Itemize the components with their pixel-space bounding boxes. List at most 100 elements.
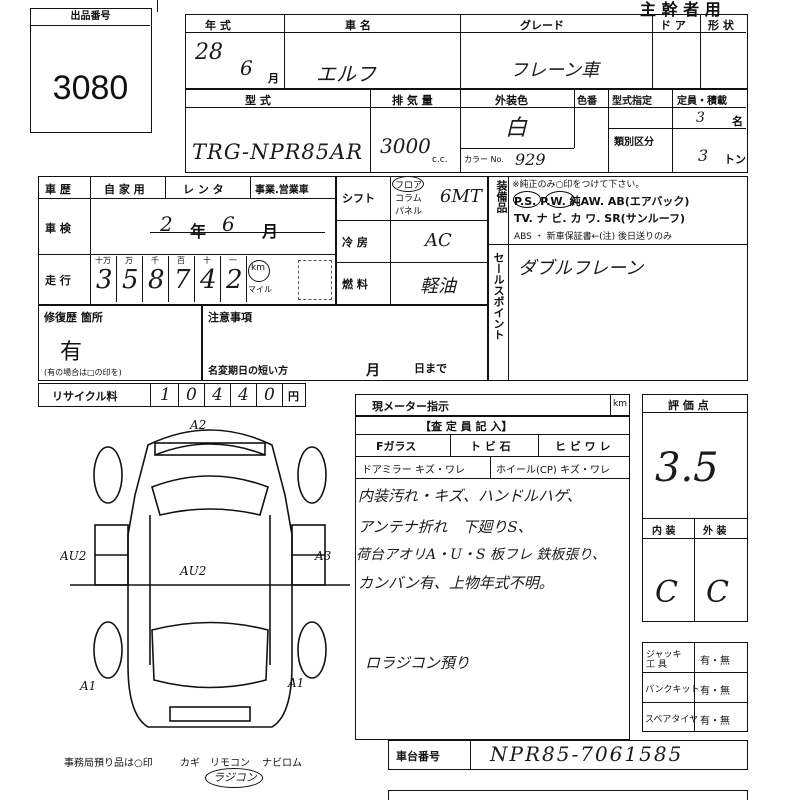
repair-note: (有の場合は□の印を) <box>44 368 122 377</box>
recycle-digit: 1 <box>160 385 171 405</box>
shift-label: シフト <box>342 192 375 205</box>
history-label: 車 歴 <box>45 183 71 196</box>
interior-value: C <box>655 575 678 610</box>
door-mirror-label: ドアミラー キズ・ワレ <box>362 465 465 476</box>
equipment-box <box>488 176 748 381</box>
equipment-label: 装備品 <box>490 180 508 221</box>
remote-label: リモコン <box>210 758 250 769</box>
fuel-label: 燃 料 <box>342 278 368 291</box>
place-10k: 万 <box>125 256 133 265</box>
rating-score: 3.5 <box>655 445 719 491</box>
meter-box <box>355 394 630 416</box>
shaken-label: 車 検 <box>45 222 71 235</box>
chip-label: ト ビ 石 <box>470 440 511 453</box>
interior-label: 内 装 <box>652 526 676 537</box>
puncture-kit-label: パンクキット <box>645 685 700 695</box>
recycle-digit: 4 <box>212 385 223 405</box>
name-change-short: 名変期日の短い方 <box>208 366 288 377</box>
ps-circle <box>513 191 541 208</box>
year-value: 28 <box>195 40 223 65</box>
capacity-header: 定員・積載 <box>677 96 727 107</box>
door-header: ド ア <box>660 19 686 32</box>
exterior-value: C <box>706 575 729 610</box>
place-1: 一 <box>229 256 237 265</box>
shape-header: 形 状 <box>708 19 734 32</box>
row1-box <box>185 14 748 89</box>
capacity-value: 3 <box>696 110 705 126</box>
grade-header: グレード <box>520 19 564 32</box>
panel-label: パネル <box>395 207 423 217</box>
diagram-right-mark: A3 <box>314 549 332 563</box>
km-label: km <box>251 263 265 273</box>
floor-circle <box>392 176 424 192</box>
remote-circle <box>205 768 263 788</box>
body-outline <box>127 429 293 728</box>
sales-point-value: ダブルフレーン <box>518 258 644 279</box>
wheel-rear-left <box>93 621 123 679</box>
inspector-note: カンバン有、上物年式不明。 <box>358 574 554 592</box>
rating-label: 評 価 点 <box>668 399 709 412</box>
mileage-digit: 7 <box>174 265 191 295</box>
vehicle-diagram: A2 AU2 A3 AU2 A1 A1 <box>60 418 350 728</box>
notice-box <box>202 305 488 381</box>
type-designation-header: 型式指定 <box>612 96 652 107</box>
inspector-note: 内装汚れ・キズ、ハンドルハゲ、 <box>358 487 582 505</box>
sales-point-label: セールスポイント <box>490 252 506 343</box>
color-no-value: 929 <box>515 150 546 169</box>
meter-km: km <box>613 399 627 409</box>
column-label: コラム <box>395 194 422 204</box>
color-value: 白 <box>505 116 528 141</box>
cc-value: 3000 <box>380 134 431 158</box>
rating-box <box>642 394 748 622</box>
tools-box <box>642 642 748 732</box>
cc-unit: c.c. <box>432 155 448 165</box>
capacity-unit: 名 <box>732 115 743 128</box>
mileage-digit: 4 <box>200 265 217 295</box>
rental-label: レ ン タ <box>183 183 224 196</box>
lot-number-value: 3080 <box>52 69 129 107</box>
inspector-note: 荷台アオリA・U・S 板フレ 鉄板張り、 <box>356 547 606 563</box>
load-unit: トン <box>724 153 746 166</box>
history-box <box>38 176 336 305</box>
shaken-month-unit: 月 <box>262 222 279 241</box>
color-no-label: カラー No. <box>464 155 504 164</box>
jack-label: ジャッキ 工 具 <box>646 650 682 670</box>
notice-label: 注意事項 <box>208 311 252 324</box>
cc-header: 排 気 量 <box>392 94 433 107</box>
equipment-line3: ABS ・ 新車保証書←(注) 後日送りのみ <box>514 232 673 242</box>
row2-box <box>185 89 748 173</box>
mileage-digit: 3 <box>96 265 113 295</box>
grade-value: フレーン車 <box>510 60 600 81</box>
month-value: 6 <box>240 56 253 80</box>
inspector-header: 【査 定 員 記 入】 <box>420 420 513 433</box>
recycle-digit: 0 <box>186 385 197 405</box>
diagram-top-mark: A2 <box>189 418 206 432</box>
color-header: 外装色 <box>495 94 528 107</box>
place-100k: 十万 <box>95 256 111 265</box>
diagram-left-mark: AU2 <box>60 549 86 563</box>
recycle-digit: 4 <box>238 385 249 405</box>
shift-value: 6MT <box>440 186 482 207</box>
diagram-bottom-left-mark: A1 <box>79 679 96 693</box>
business-use-label: 事業.営業車 <box>255 185 309 196</box>
meter-label: 現メーター指示 <box>372 400 449 413</box>
recycle-digit: 0 <box>264 385 275 405</box>
chassis-label: 車台番号 <box>396 750 440 763</box>
sales-point-label-text: セールスポイント <box>492 252 505 340</box>
fuel-value: 軽油 <box>420 276 456 297</box>
name-change-month: 月 <box>366 363 380 379</box>
repair-box <box>38 305 202 381</box>
private-use-label: 自 家 用 <box>104 183 145 196</box>
lot-number-box: 出品番号 3080 <box>30 8 152 133</box>
exterior-label: 外 装 <box>703 526 727 537</box>
place-100: 百 <box>177 256 185 265</box>
recycle-label: リサイクル料 <box>52 390 118 403</box>
shaken-year-unit: 年 <box>190 222 207 241</box>
wheel-front-left <box>93 446 123 504</box>
km-circle <box>248 260 270 282</box>
place-1k: 千 <box>151 256 159 265</box>
shaken-year: 2 <box>160 212 173 236</box>
color-no-header: 色番 <box>577 96 597 107</box>
car-name-value: エルフ <box>316 62 376 86</box>
wheel-rear-right <box>297 621 327 679</box>
